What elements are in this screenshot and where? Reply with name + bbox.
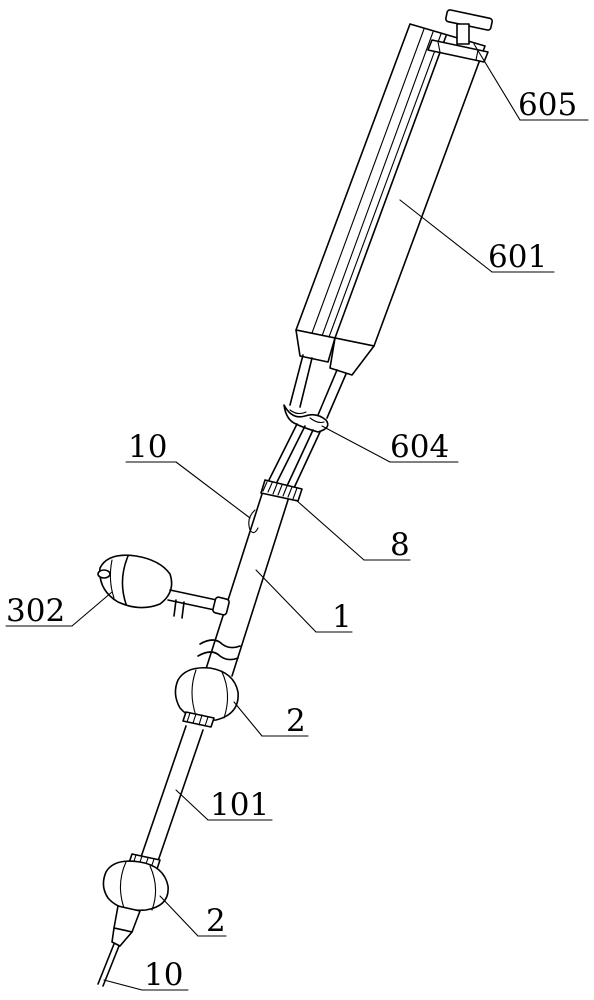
leader-lines xyxy=(5,43,589,991)
plunger-cap xyxy=(427,9,493,63)
label-101: 101 xyxy=(210,787,269,823)
threaded-collar xyxy=(260,479,303,502)
label-2-upper: 2 xyxy=(286,703,306,739)
label-10-top: 10 xyxy=(128,429,167,465)
label-302: 302 xyxy=(6,593,65,629)
lower-tube xyxy=(139,725,204,865)
label-605: 605 xyxy=(518,87,577,123)
upper-balloon xyxy=(174,666,239,728)
label-8: 8 xyxy=(390,527,410,563)
main-tube xyxy=(197,493,289,677)
twin-tubes xyxy=(267,423,321,489)
label-601: 601 xyxy=(488,239,547,275)
label-604: 604 xyxy=(390,429,449,465)
dual-syringe-barrels xyxy=(295,23,486,347)
pressure-bulb xyxy=(97,554,230,619)
label-1: 1 xyxy=(332,599,352,635)
catheter-tip xyxy=(97,905,141,987)
label-2-lower: 2 xyxy=(206,903,226,939)
reference-labels: 605 601 604 10 8 302 1 2 101 2 10 xyxy=(6,87,577,993)
syringe-outlets xyxy=(283,329,375,433)
lower-balloon xyxy=(102,853,169,912)
label-10-bottom: 10 xyxy=(144,957,183,993)
